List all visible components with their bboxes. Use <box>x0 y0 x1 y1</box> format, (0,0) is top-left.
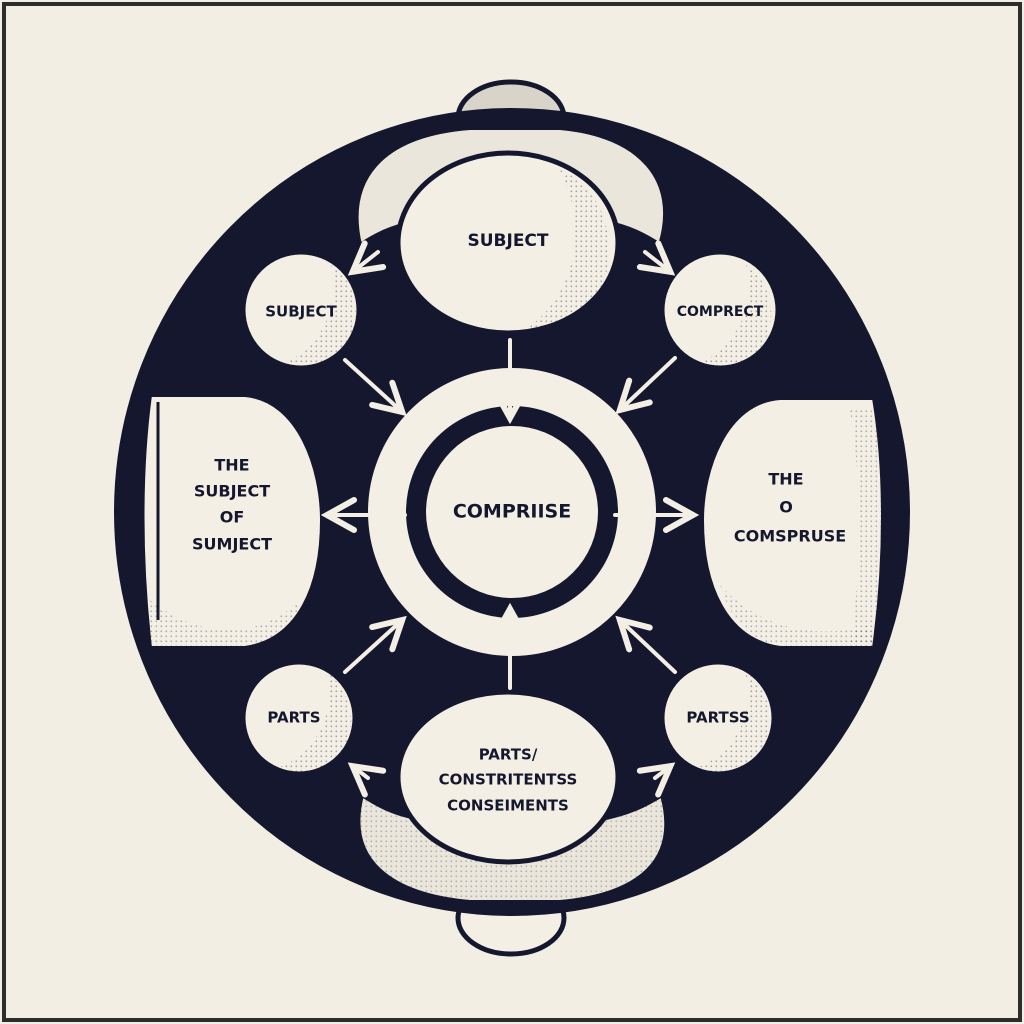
arrow-bottomright-to-center <box>622 622 677 674</box>
bottom-node-label: PARTS/ CONSTRITENTSS CONSEIMENTS <box>439 746 578 815</box>
top-node-shade <box>520 170 610 333</box>
left-lobe <box>140 393 325 650</box>
left-lobe-line: SUMJECT <box>192 535 272 554</box>
left-lobe-shade <box>150 600 300 648</box>
top-left-node-label: SUBJECT <box>265 303 337 321</box>
bottom-node-line: PARTS/ <box>479 746 538 764</box>
right-lobe-shade-bottom <box>720 585 874 648</box>
arrow-to-topright <box>645 252 668 270</box>
center-node <box>426 426 598 598</box>
left-lobe-line: THE <box>214 456 249 475</box>
left-lobe-label: THE SUBJECT OF SUMJECT <box>192 456 272 554</box>
bottom-right-node-label: PARTSS <box>686 709 749 727</box>
right-lobe-line: COMSPRUSE <box>734 527 846 546</box>
center-node-label: COMPRIISE <box>453 501 571 523</box>
bottom-left-node-label: PARTS <box>267 709 320 727</box>
right-lobe-shade <box>850 410 883 648</box>
right-lobe-label: THE O COMSPRUSE <box>734 470 846 546</box>
top-right-node-label: COMPRECT <box>677 304 764 320</box>
right-lobe <box>699 396 885 650</box>
arrow-to-bottomright <box>655 768 668 778</box>
arrow-to-bottomleft <box>355 768 368 778</box>
top-node-label: SUBJECT <box>467 231 548 251</box>
arrows <box>330 252 690 778</box>
arrow-bottomleft-to-center <box>343 622 400 674</box>
arrow-topright-to-center <box>622 356 677 408</box>
arrow-topleft-to-center <box>343 358 400 410</box>
top-left-node-shade <box>275 262 357 371</box>
right-lobe-line: THE <box>768 470 803 489</box>
bottom-node-line: CONSEIMENTS <box>447 797 569 815</box>
left-lobe-line: OF <box>220 508 245 527</box>
right-lobe-line: O <box>779 498 793 517</box>
left-lobe-line: SUBJECT <box>194 482 270 501</box>
arrow-to-topleft <box>355 252 378 270</box>
bottom-right-node-shade <box>689 670 771 775</box>
bottom-node <box>395 689 621 865</box>
bottom-left-node-shade <box>270 670 352 775</box>
bottom-node-line: CONSTRITENTSS <box>439 771 578 789</box>
top-right-node-shade <box>690 262 772 371</box>
